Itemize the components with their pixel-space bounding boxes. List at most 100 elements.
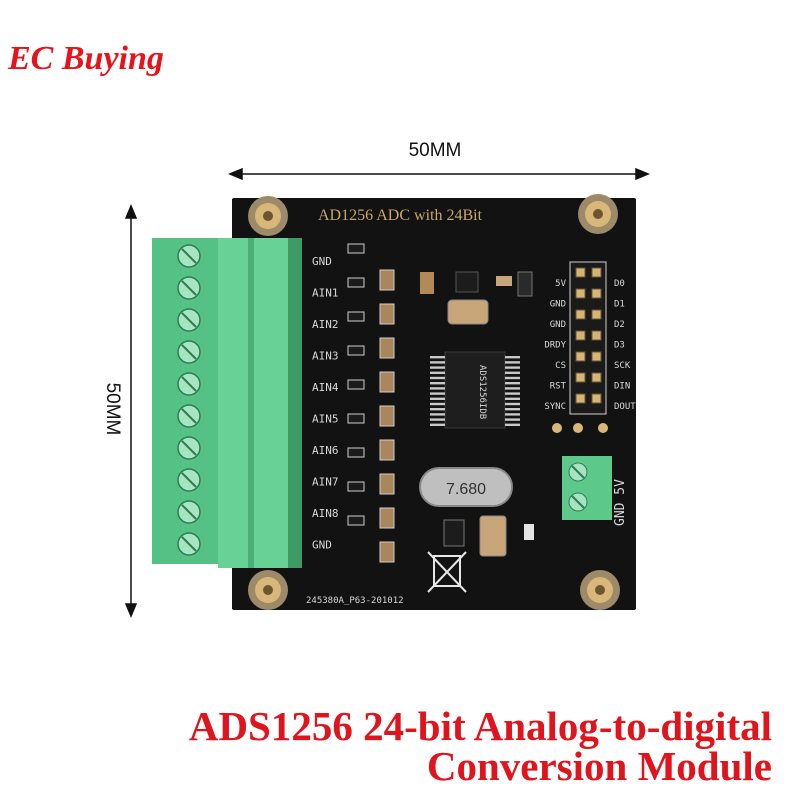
pin-label-gnd: GND (312, 539, 332, 552)
capacitor-c1 (496, 276, 512, 286)
pin-label-ain1: AIN1 (312, 287, 339, 300)
power-terminal (562, 456, 612, 520)
capacitor (379, 405, 395, 427)
header-label: GND (550, 300, 566, 310)
header-pin (591, 330, 602, 341)
test-pad-3 (598, 423, 608, 433)
crystal-marking: 7.680 (446, 481, 486, 498)
terminal-screw (177, 276, 201, 300)
capacitor (379, 337, 395, 359)
header-pin (575, 351, 586, 362)
terminal-screw (177, 244, 201, 268)
board-serial: 245380A_P63-201012 (306, 596, 404, 606)
product-caption: ADS1256 24-bit Analog-to-digital Convers… (12, 703, 772, 789)
terminal-screw (177, 404, 201, 428)
test-pad-1 (552, 423, 562, 433)
capacitor (379, 303, 395, 325)
resistor (347, 243, 365, 254)
header-label: DOUT (614, 402, 636, 412)
resistor (347, 515, 365, 526)
ads1256-chip: ADS1256IDB (430, 351, 520, 429)
pin-label-ain5: AIN5 (312, 413, 339, 426)
mounting-screw-bottom-right (580, 570, 620, 610)
brand-logo: EC Buying (8, 40, 164, 77)
capacitor (379, 371, 395, 393)
header-pin (591, 309, 602, 320)
voltage-regulator-u1 (455, 271, 479, 293)
pin-label-ain3: AIN3 (312, 350, 339, 363)
regulator-u3 (443, 519, 465, 547)
mounting-screw-top-right (578, 194, 618, 234)
header-label: D2 (614, 320, 625, 330)
mounting-screw-top-left (248, 196, 288, 236)
capacitor (379, 269, 395, 291)
header-label: D3 (614, 341, 625, 351)
header-pin (575, 309, 586, 320)
resistor (347, 379, 365, 390)
resistor (347, 311, 365, 322)
header-label: SYNC (544, 402, 566, 412)
power-label: GND 5V (613, 479, 628, 526)
header-label: DRDY (544, 341, 566, 351)
caption-line-2: Conversion Module (426, 743, 772, 789)
terminal-screw (177, 468, 201, 492)
header-label: 5V (555, 279, 566, 289)
header-label: RST (550, 382, 567, 392)
screw-terminal-block (152, 238, 302, 568)
header-pin (591, 288, 602, 299)
mounting-screw-bottom-left (248, 570, 288, 610)
width-dimension-arrow (228, 167, 650, 181)
caption-line-1: ADS1256 24-bit Analog-to-digital (188, 703, 772, 749)
pin-label-ain6: AIN6 (312, 444, 339, 457)
header-label: D1 (614, 300, 625, 310)
board-title: AD1256 ADC with 24Bit (318, 207, 483, 224)
pin-label-gnd: GND (312, 255, 332, 268)
crystal-oscillator: 7.680 (419, 467, 513, 507)
pin-label-ain4: AIN4 (312, 381, 339, 394)
resistor (347, 481, 365, 492)
pin-label-ain8: AIN8 (312, 507, 339, 520)
width-dimension-label: 50MM (408, 140, 462, 161)
terminal-screw (177, 436, 201, 460)
header-pin (575, 330, 586, 341)
header-label: SCK (614, 361, 631, 371)
terminal-screw (177, 308, 201, 332)
capacitor-c16 (479, 515, 507, 557)
resistor (347, 447, 365, 458)
capacitor-c6 (420, 272, 434, 294)
chip-marking: ADS1256IDB (477, 365, 487, 419)
header-label: DIN (614, 382, 630, 392)
header-label: CS (555, 361, 566, 371)
capacitor-c4 (447, 299, 489, 325)
resistor (347, 345, 365, 356)
capacitor (379, 439, 395, 461)
header-pin (591, 372, 602, 383)
pin-label-ain2: AIN2 (312, 318, 339, 331)
led-d2 (524, 524, 534, 540)
resistor (347, 413, 365, 424)
header-pin (591, 393, 602, 404)
header-pin (575, 288, 586, 299)
terminal-screw (177, 372, 201, 396)
terminal-screw (177, 340, 201, 364)
capacitor (379, 507, 395, 529)
header-pin (575, 267, 586, 278)
terminal-screw (177, 500, 201, 524)
header-label: D0 (614, 279, 625, 289)
terminal-screw (177, 532, 201, 556)
height-dimension-arrow (124, 204, 138, 618)
inductor-l2 (517, 271, 533, 297)
capacitor (379, 473, 395, 495)
header-label: GND (550, 320, 566, 330)
pin-label-ain7: AIN7 (312, 476, 339, 489)
header-pin (591, 351, 602, 362)
pin-header-connector (569, 261, 607, 415)
resistor (347, 277, 365, 288)
capacitor (379, 541, 395, 563)
header-pin (575, 393, 586, 404)
header-pin (575, 372, 586, 383)
header-pin (591, 267, 602, 278)
weee-recycle-symbol (427, 551, 467, 593)
test-pad-2 (573, 423, 583, 433)
